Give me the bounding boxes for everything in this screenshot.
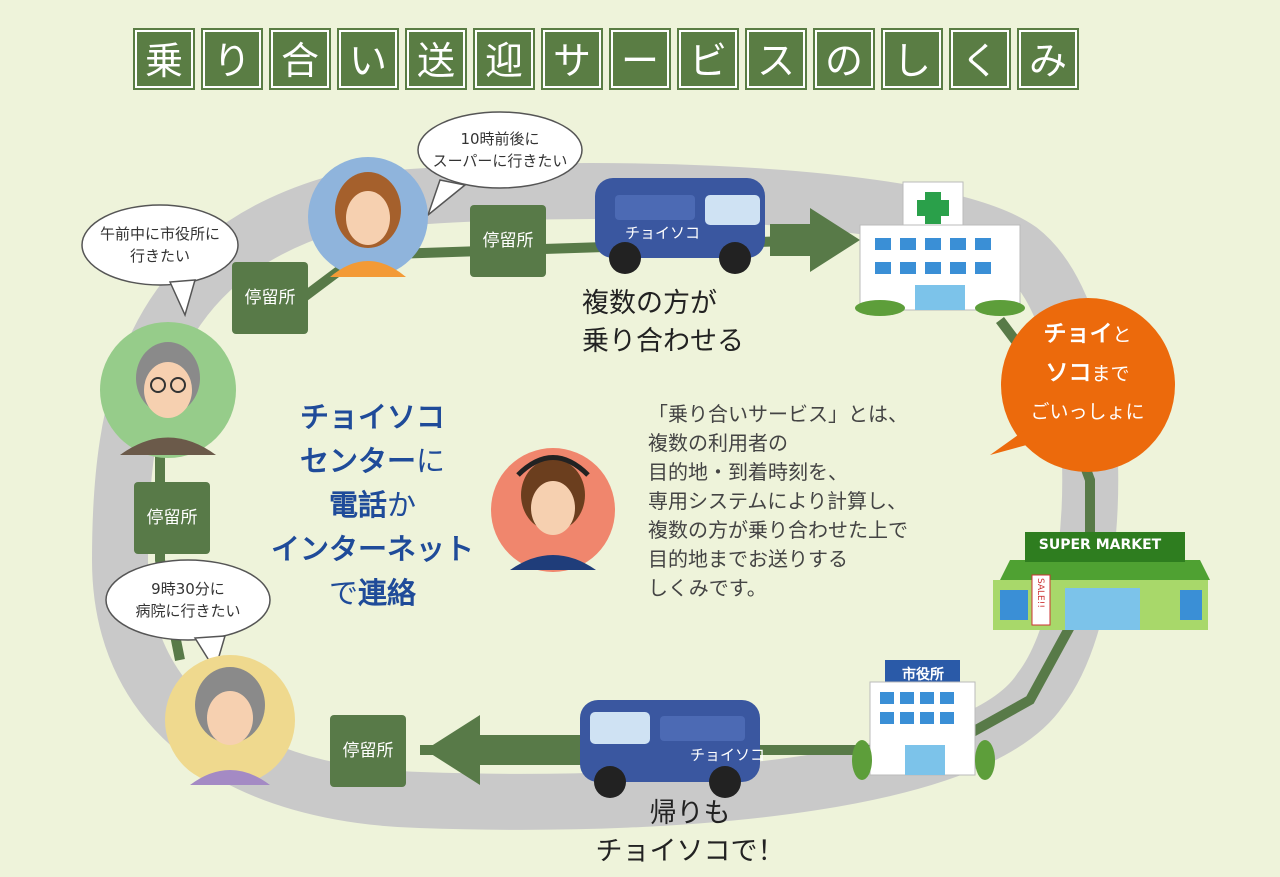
service-description: 「乗り合いサービス」とは、 複数の利用者の 目的地・到着時刻を、 専用システムに… (648, 402, 908, 600)
sale-sign: SALE!! (1035, 578, 1045, 608)
title-char: 送 (407, 30, 465, 88)
stop-label-left-upper: 停留所 (232, 262, 308, 334)
svg-text:チョイソコ: チョイソコ (625, 224, 700, 242)
title-char: 迎 (475, 30, 533, 88)
orange-bubble-shape (990, 298, 1175, 472)
speech-bubble-2: 午前中に市役所に 行きたい (99, 225, 220, 265)
title-char: り (203, 30, 261, 88)
arrow-right (770, 208, 860, 272)
supermarket-icon (993, 532, 1210, 630)
title-char: く (951, 30, 1009, 88)
elderly-woman-icon (165, 655, 295, 785)
title-char: ビ (679, 30, 737, 88)
orange-bubble-text: チョイと ソコまで ごいっしょに (1030, 321, 1145, 423)
van-top-icon: チョイソコ (595, 178, 765, 274)
title-char: ス (747, 30, 805, 88)
stop-label-top: 停留所 (470, 205, 546, 277)
elderly-man-icon (100, 322, 236, 458)
title-char: 合 (271, 30, 329, 88)
title-char: し (883, 30, 941, 88)
svg-text:チョイソコ: チョイソコ (690, 746, 765, 764)
arrow-left (425, 715, 590, 785)
stop-label-bottom: 停留所 (330, 715, 406, 787)
bubble-shape-3 (105, 559, 271, 641)
speech-bubble-1: 10時前後に スーパーに行きたい (432, 130, 568, 170)
supermarket-sign: SUPER MARKET (1038, 537, 1162, 553)
van-bottom-icon: チョイソコ (580, 700, 765, 798)
contact-center-text: チョイソコ センターに 電話か インターネット で連絡 (270, 400, 474, 610)
title-char: の (815, 30, 873, 88)
bubble-shape-1 (417, 111, 583, 189)
page-title: 乗 り 合 い 送 迎 サ ー ビ ス の し く み (135, 30, 1077, 88)
title-char: 乗 (135, 30, 193, 88)
title-char: ー (611, 30, 669, 88)
title-char: サ (543, 30, 601, 88)
woman-caller-icon (308, 157, 428, 277)
city-hall-sign: 市役所 (902, 667, 944, 683)
return-text: 帰りも チョイソコで！ (595, 798, 785, 867)
city-hall-icon (852, 660, 995, 780)
carpool-text: 複数の方が 乗り合わせる (582, 288, 744, 357)
bubble-shape-2 (81, 204, 239, 286)
title-char: い (339, 30, 397, 88)
hospital-icon (855, 181, 1025, 316)
title-char: み (1019, 30, 1077, 88)
operator-icon (491, 448, 615, 572)
stop-label-left-middle: 停留所 (134, 482, 210, 554)
speech-bubble-3: 9時30分に 病院に行きたい (135, 580, 241, 620)
